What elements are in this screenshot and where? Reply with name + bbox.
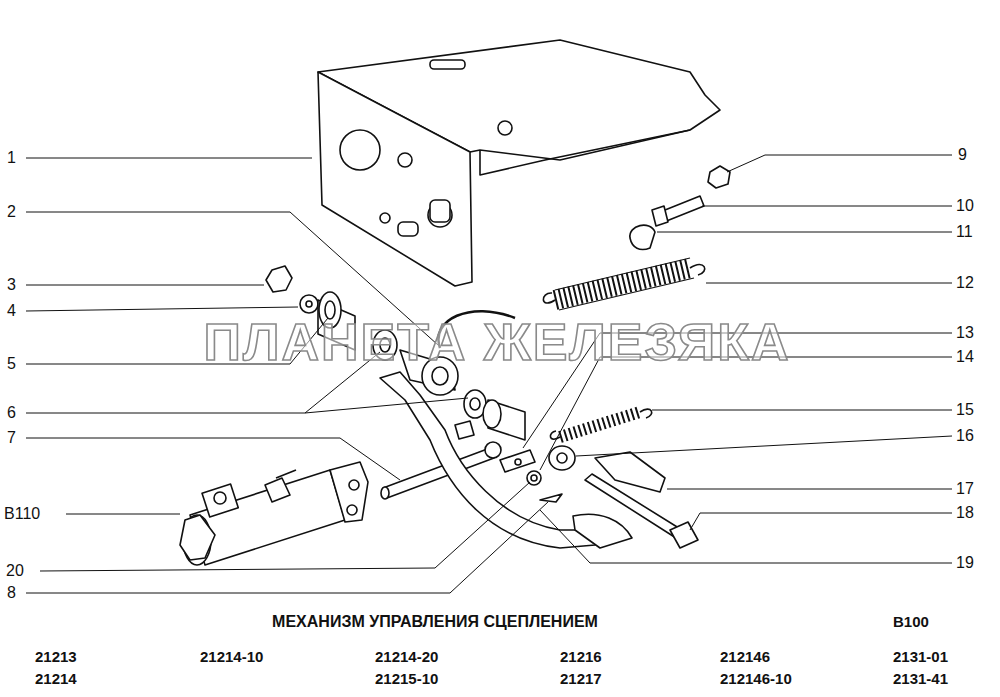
watermark: ПЛАНЕТА ЖЕЛЕЗЯКА	[204, 314, 791, 371]
model-code: 21214-10	[200, 649, 263, 666]
clutch-pedal	[380, 372, 632, 548]
callout-number: 20	[6, 562, 24, 580]
callout-number: В110	[4, 505, 40, 523]
stop-bolt	[630, 166, 730, 250]
model-code: 21214	[35, 671, 77, 688]
callout-number: 4	[7, 302, 16, 320]
model-code: 2131-41	[893, 671, 948, 688]
callout-number: 19	[956, 554, 974, 572]
callout-number: 7	[7, 429, 16, 447]
callout-number: 10	[956, 197, 974, 215]
callout-number: 16	[956, 427, 974, 445]
model-code: 212146-10	[720, 671, 792, 688]
callout-number: 11	[956, 223, 973, 241]
model-code: 212146	[720, 649, 770, 666]
model-code: 21213	[35, 649, 77, 666]
callout-number: 2	[7, 203, 16, 221]
leader-lines	[26, 155, 952, 593]
callout-number: 3	[7, 276, 16, 294]
diagram-title: МЕХАНИЗМ УПРАВЛЕНИЯ СЦЕПЛЕНИЕМ	[272, 613, 598, 631]
model-code: 21217	[560, 671, 602, 688]
callout-number: 15	[956, 401, 974, 419]
model-code: 21215-10	[375, 671, 438, 688]
callout-number: 1	[7, 149, 16, 167]
model-code: 21214-20	[375, 649, 438, 666]
callout-number: 8	[7, 584, 16, 602]
model-code: 2131-01	[893, 649, 948, 666]
callout-number: 5	[7, 355, 16, 373]
master-cylinder	[180, 462, 368, 565]
model-code: 21216	[560, 649, 602, 666]
callout-number: 17	[956, 480, 974, 498]
pedal-bracket	[318, 40, 720, 286]
return-spring-small	[550, 409, 651, 439]
callout-number: 18	[956, 504, 974, 522]
callout-number: 14	[956, 348, 974, 366]
return-spring-large	[543, 258, 704, 310]
callout-number: 12	[956, 274, 974, 292]
callout-number: 13	[956, 324, 974, 342]
washers-bolt-pad	[527, 446, 698, 548]
callout-number: 9	[958, 146, 967, 164]
callout-number: 6	[7, 404, 16, 422]
sheet-code: В100	[893, 614, 929, 631]
